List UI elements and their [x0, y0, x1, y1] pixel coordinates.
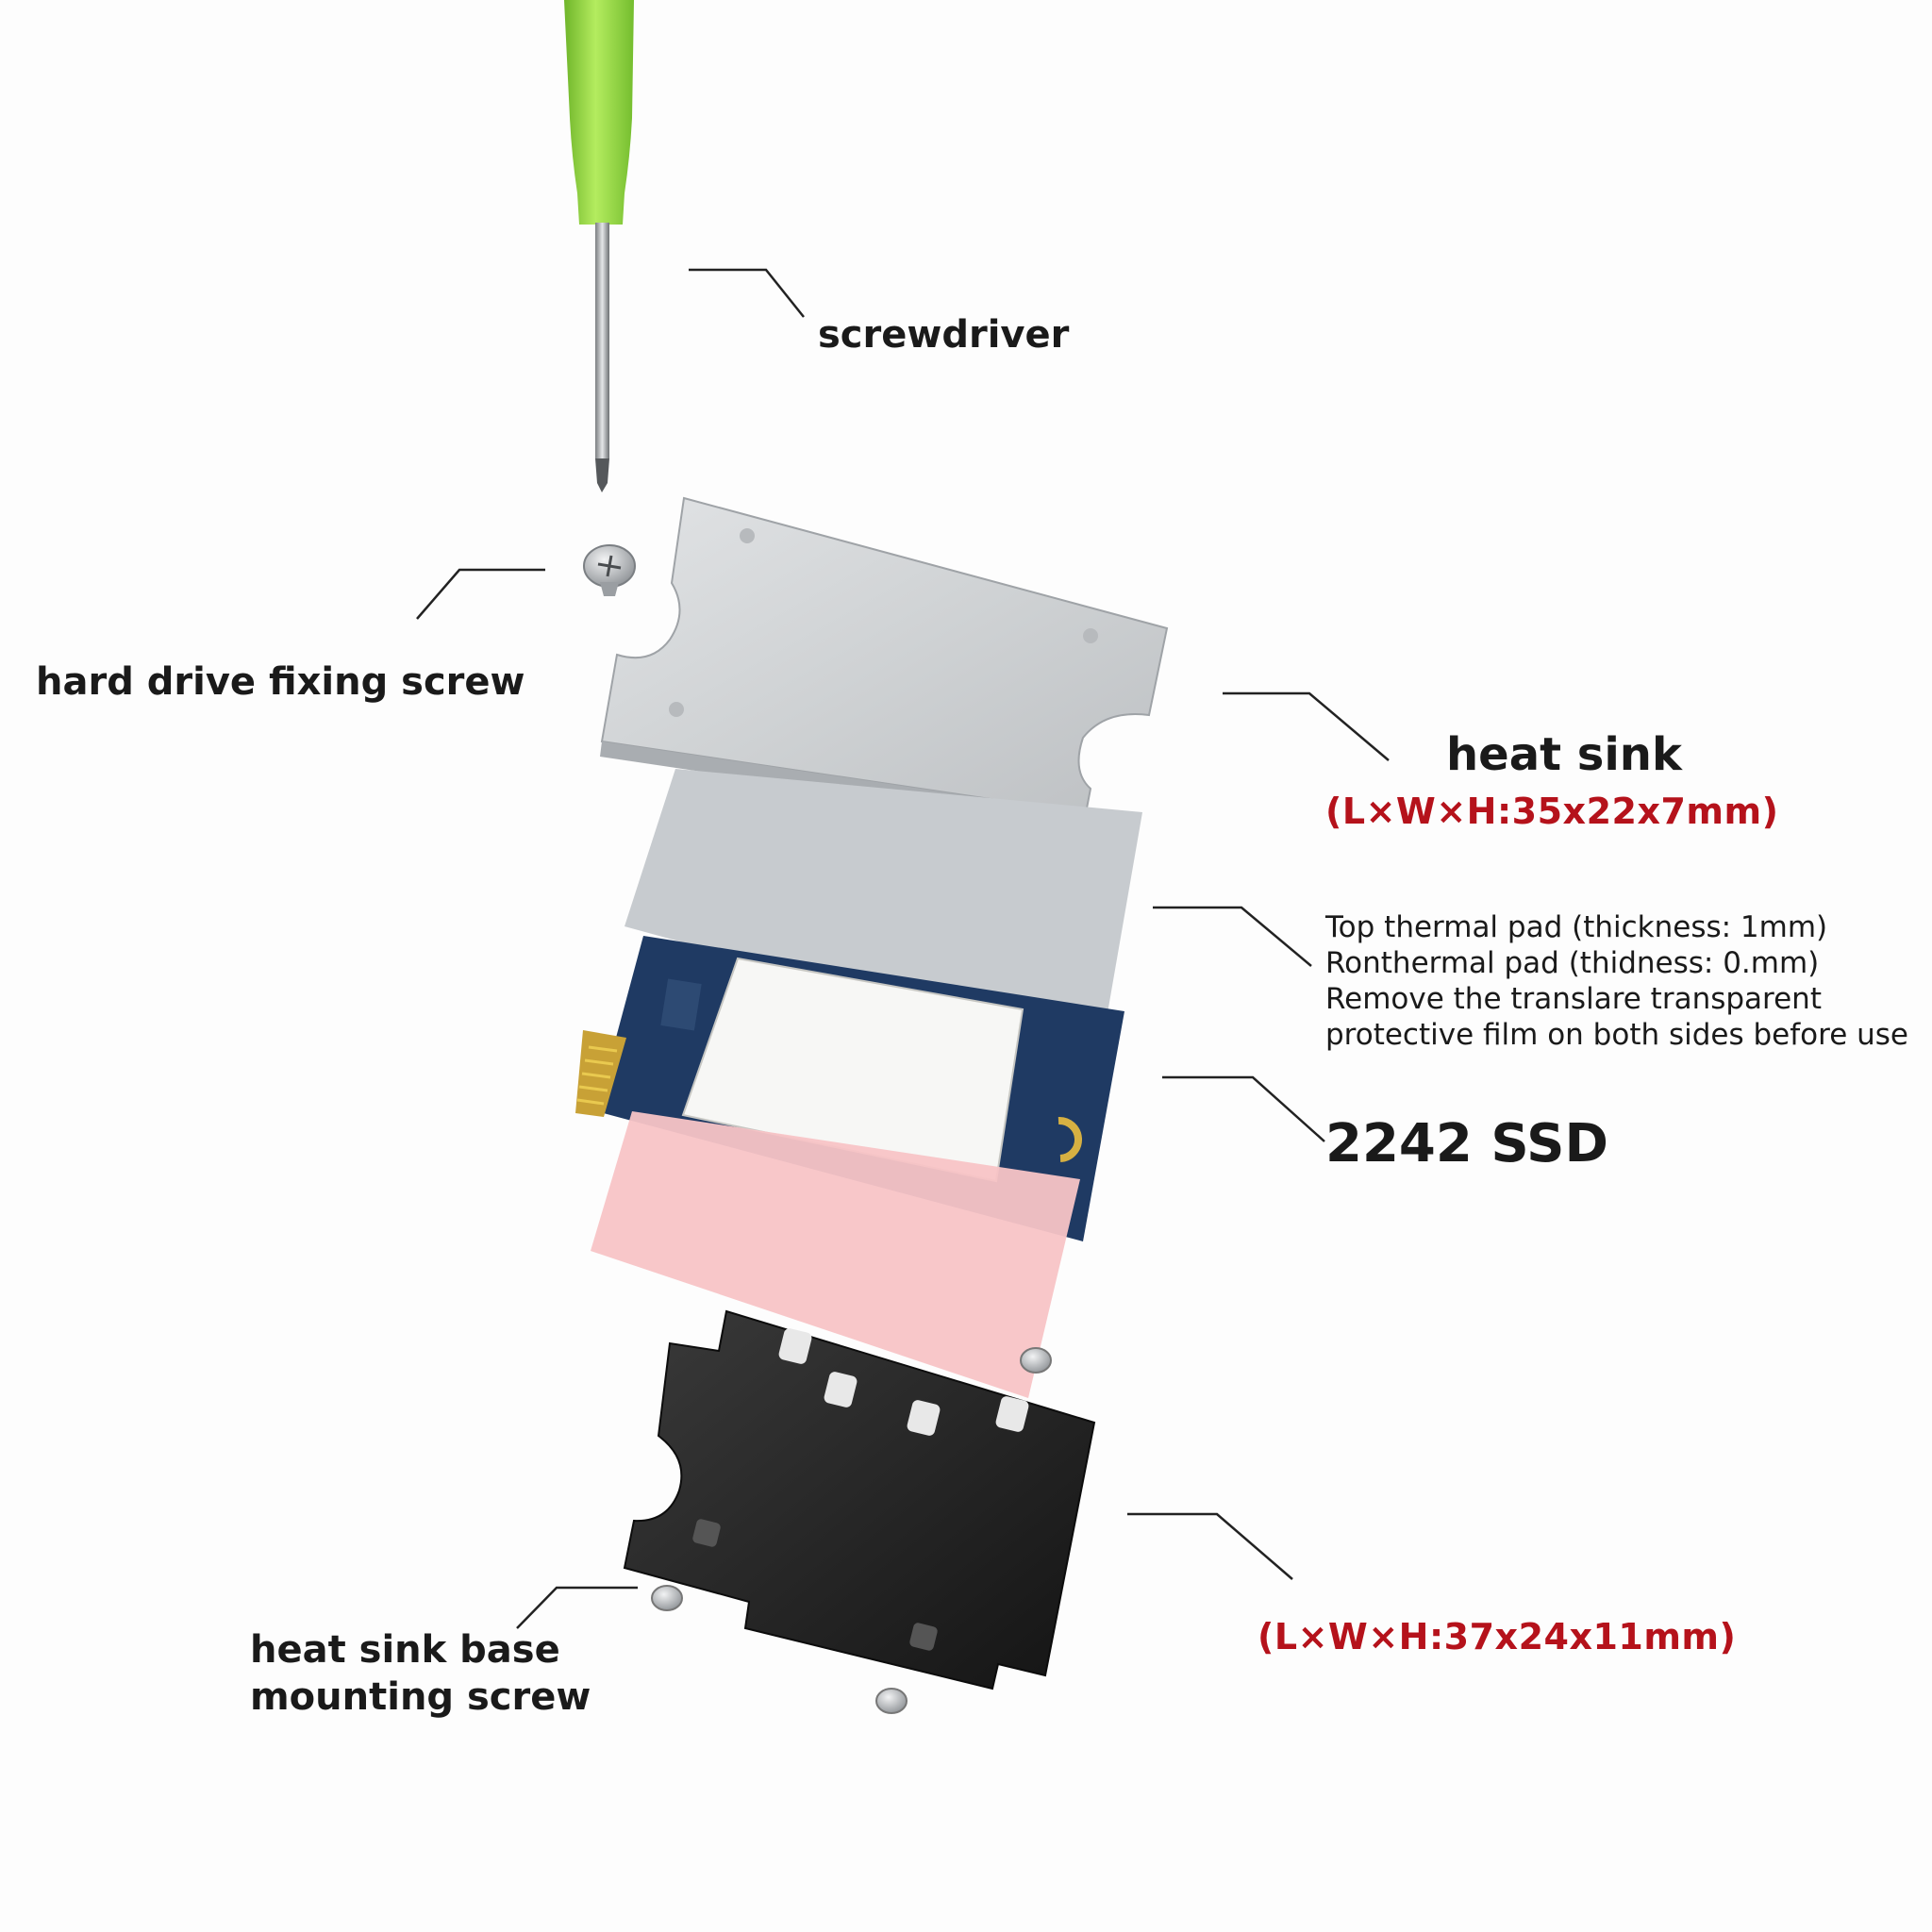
label-heat-sink-base-dimensions: (L×W×H:37x24x11mm) [1257, 1616, 1737, 1657]
fixing-screw-illustration [583, 544, 636, 596]
thermal-pad-line: Ronthermal pad (thidness: 0.mm) [1325, 946, 1820, 980]
label-screwdriver: screwdriver [818, 313, 1070, 357]
base-screw-line: mounting screw [250, 1675, 591, 1719]
leader-base [1127, 1512, 1293, 1580]
leader-fixing-screw [416, 568, 545, 620]
top-thermal-pad-illustration [625, 769, 1142, 1057]
leader-thermal-pad [1153, 906, 1312, 967]
label-heat-sink-dimensions: (L×W×H:35x22x7mm) [1325, 791, 1779, 832]
label-heat-sink: heat sink [1446, 728, 1682, 781]
thermal-pad-line: protective film on both sides before use [1325, 1018, 1908, 1052]
base-screw-line: heat sink base [250, 1628, 560, 1672]
leader-base-screw [516, 1586, 638, 1629]
label-thermal-pad-notes: Top thermal pad (thickness: 1mm) Ronther… [1325, 909, 1908, 1053]
ssd-illustration [575, 936, 1124, 1241]
bottom-thermal-pad-illustration [591, 1111, 1080, 1398]
label-heat-sink-base-mounting-screw: heat sink base mounting screw [250, 1626, 591, 1721]
label-hard-drive-fixing-screw: hard drive fixing screw [36, 660, 525, 704]
screwdriver-illustration [564, 0, 634, 492]
leader-ssd [1162, 1075, 1325, 1142]
thermal-pad-line: Top thermal pad (thickness: 1mm) [1325, 910, 1828, 944]
label-ssd: 2242 SSD [1325, 1113, 1608, 1174]
thermal-pad-line: Remove the translare transparent [1325, 982, 1822, 1016]
base-screws-illustration [651, 1347, 1052, 1714]
heat-sink-base-illustration [623, 1309, 1096, 1690]
leader-lines [416, 268, 1390, 1629]
leader-heat-sink [1223, 691, 1390, 761]
leader-screwdriver [689, 268, 805, 318]
